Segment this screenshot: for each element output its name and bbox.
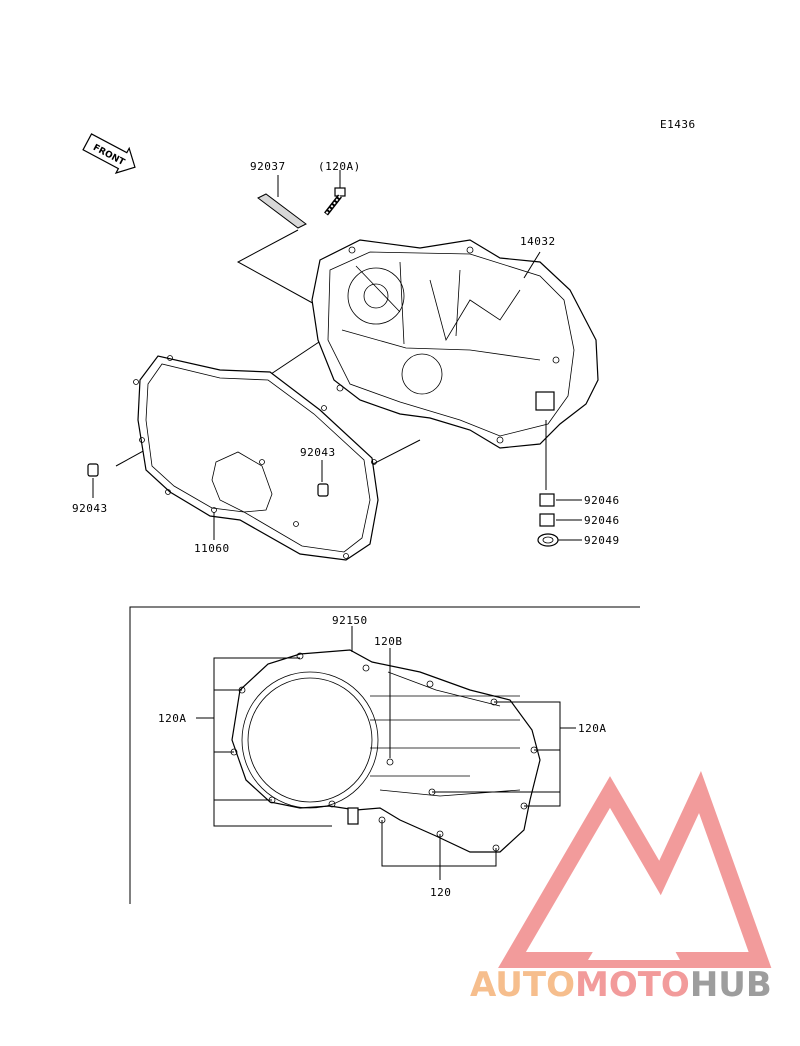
watermark-auto: AUTO — [470, 965, 575, 1005]
label-11060: 11060 — [194, 542, 230, 555]
gasket-11060 — [133, 355, 379, 561]
bushing-92046-b — [539, 513, 582, 527]
watermark-hub: HUB — [690, 965, 772, 1005]
watermark-moto: MOTO — [575, 965, 690, 1005]
label-92043-right: 92043 — [300, 446, 336, 459]
bracket-120-bottom — [381, 820, 497, 880]
seal-92049 — [537, 533, 582, 547]
bracket-120A-left — [196, 657, 332, 827]
label-92037: 92037 — [250, 160, 286, 173]
diagram-code: E1436 — [660, 118, 696, 131]
label-120A-left: 120A — [158, 712, 187, 725]
outer-cover-92150 — [230, 649, 541, 853]
label-120A-right: 120A — [578, 722, 607, 735]
label-120: 120 — [430, 886, 451, 899]
dowel-92043-left — [87, 463, 99, 498]
leader-14032 — [523, 251, 541, 279]
label-120A-paren: (120A) — [318, 160, 361, 173]
part-120A-bolt — [324, 170, 346, 216]
label-14032: 14032 — [520, 235, 556, 248]
watermark-logo-icon: AUTOMOTOHUB — [470, 770, 772, 1005]
leader-92037 — [236, 229, 319, 307]
part-92037-pin — [257, 175, 307, 229]
label-120B: 120B — [374, 635, 403, 648]
svg-text:AUTOMOTOHUB: AUTOMOTOHUB — [470, 965, 772, 1005]
front-arrow-icon: FRONT — [82, 133, 136, 174]
bracket-120A-right — [432, 701, 576, 807]
label-92046-a: 92046 — [584, 494, 620, 507]
inset-frame — [129, 606, 640, 904]
dowel-92043-right — [317, 460, 329, 497]
bushing-92046-a — [539, 493, 582, 507]
clutch-cover-14032 — [311, 239, 599, 449]
label-92049: 92049 — [584, 534, 620, 547]
label-92043-left: 92043 — [72, 502, 108, 515]
label-92150: 92150 — [332, 614, 368, 627]
label-92046-b: 92046 — [584, 514, 620, 527]
